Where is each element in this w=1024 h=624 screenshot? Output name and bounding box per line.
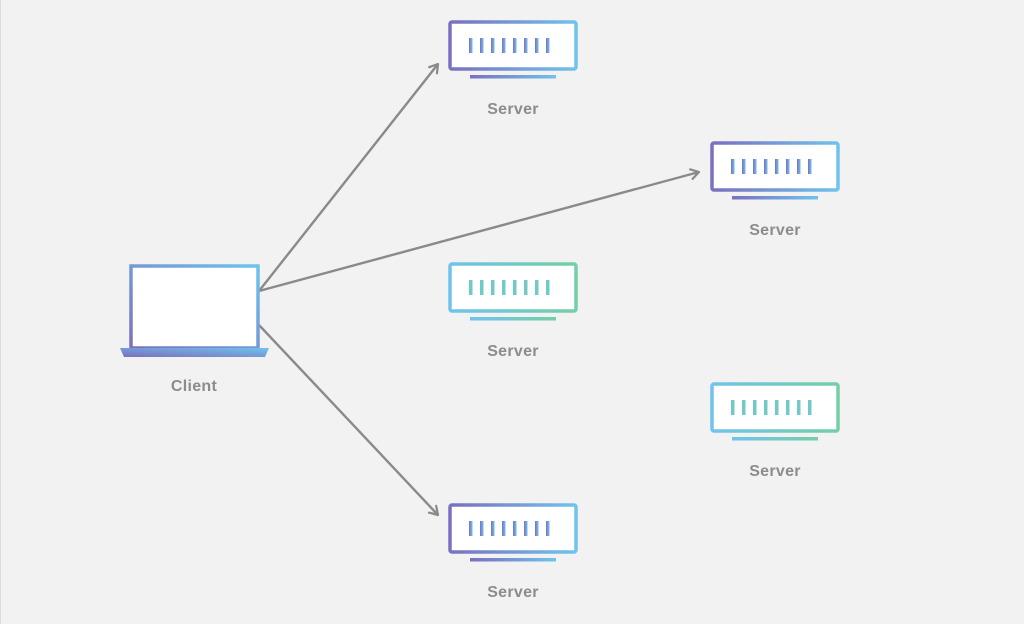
server-icon: [448, 20, 578, 79]
server-label: Server: [749, 222, 801, 239]
server-label: Server: [749, 463, 801, 480]
arrow-client-to-server-5: [258, 324, 438, 515]
client-label: Client: [170, 378, 218, 395]
server-icon: [710, 382, 840, 441]
arrow-client-to-server-2: [258, 172, 699, 293]
arrow-client-to-server-1: [258, 64, 438, 292]
laptop-icon: [120, 264, 269, 357]
server-icon: [710, 141, 840, 200]
server-icon: [448, 503, 578, 562]
server-label: Server: [487, 343, 539, 360]
server-label: Server: [487, 584, 539, 601]
server-label: Server: [487, 101, 539, 118]
server-icon: [448, 262, 578, 321]
